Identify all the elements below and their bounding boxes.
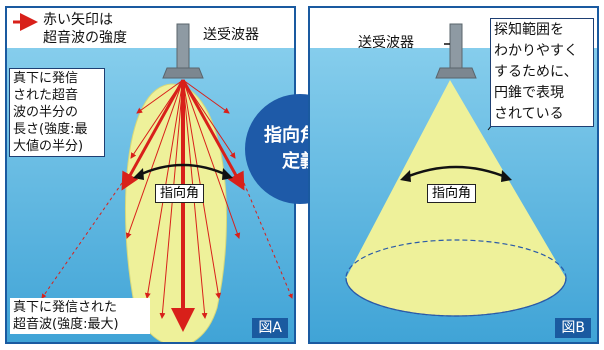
dashed-arrows [41,182,293,299]
cone-base-solid [345,277,567,317]
cone-explanation: 探知範囲を わかりやすく するために、 円錐で表現 されている [490,18,594,127]
sensor-head [162,67,204,79]
angle-label-a: 指向角 [155,184,205,203]
sensor-stem [176,23,190,69]
panel-a: 赤い矢印は 超音波の強度 送受波器 真下に発信 された超音 波の半分の 長さ(強… [5,6,296,344]
angle-arc-b [403,165,509,180]
angle-arc [136,163,230,178]
half-intensity-arrows [121,79,245,191]
legend-line-1: 赤い矢印は [43,12,113,28]
surface-area [7,8,294,48]
sensor-label-b: 送受波器 [358,35,414,51]
max-intensity-label: 真下に発信された 超音波(強度:最大) [10,298,150,334]
angle-arc-b-head-left [400,170,411,182]
figure-b-badge: 図B [555,318,591,338]
panel-b: 送受波器 探知範囲を わかりやすく するために、 円錐で表現 されている 指向角… [308,6,599,344]
angle-arc-head-right [222,168,233,180]
sensor-label-a: 送受波器 [203,27,259,43]
sensor-head-b [435,67,477,79]
angle-label-b: 指向角 [427,184,477,203]
angle-arc-head-left [133,168,144,180]
legend-line-2: 超音波の強度 [43,30,127,46]
half-intensity-label: 真下に発信 された超音 波の半分の 長さ(強度:最 大値の半分) [9,68,105,157]
sensor-stem-b [449,23,463,69]
figure-a-badge: 図A [252,318,288,338]
angle-arc-b-head-right [501,170,512,182]
